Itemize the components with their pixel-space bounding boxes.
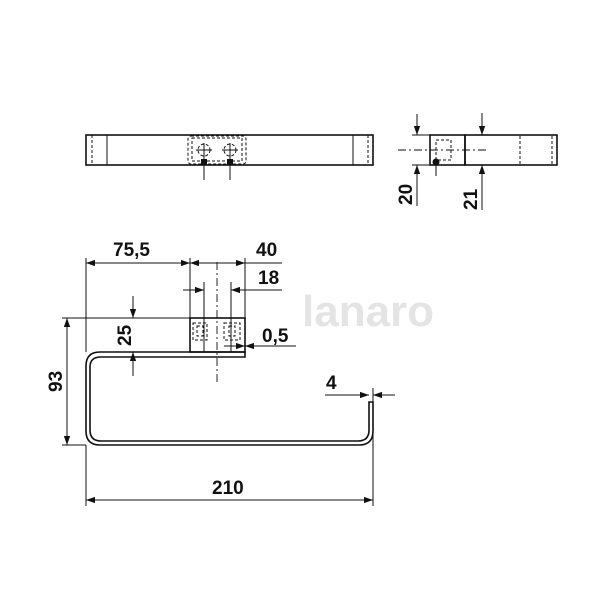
dim-18: 18	[258, 268, 279, 289]
dim-21: 21	[461, 188, 482, 210]
dim-25: 25	[115, 324, 136, 346]
top-view	[85, 134, 374, 180]
dim-40: 40	[256, 240, 277, 261]
dim-0-5: 0,5	[262, 326, 289, 347]
dim-93: 93	[46, 371, 67, 392]
dim-75-5: 75,5	[113, 240, 150, 261]
dim-210: 210	[212, 478, 244, 499]
dim-20: 20	[396, 184, 417, 205]
dim-4: 4	[326, 373, 337, 394]
side-view: 20 21	[396, 113, 558, 210]
watermark-logo: lanaro	[302, 287, 434, 336]
front-view: 75,5 40 18 25 0,5 93 4 210	[46, 240, 395, 506]
